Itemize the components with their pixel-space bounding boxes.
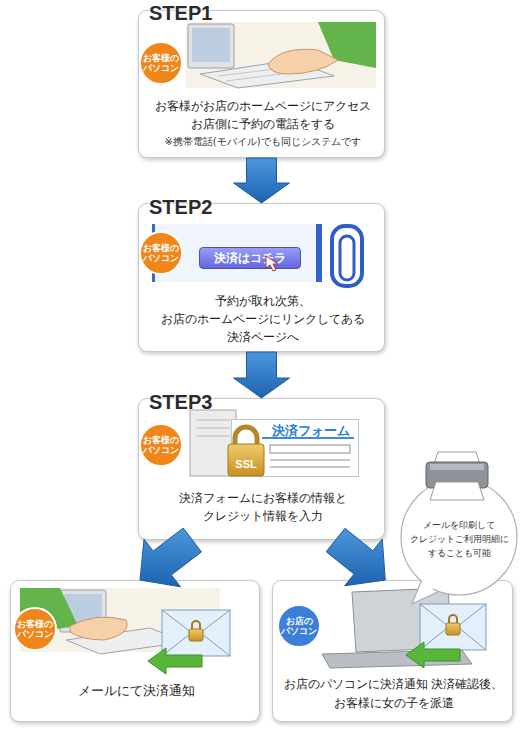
step-box: STEP2予約が取れ次第、 お店のホームページにリンクしてある 決済ページへお客…	[138, 203, 385, 352]
flow-arrow	[234, 352, 290, 398]
pc-badge: お客様の パソコン	[139, 231, 183, 275]
badge-circle	[140, 424, 182, 466]
notice-text: お店のパソコンに決済通知 決済確認後、お客様に女の子を派遣	[273, 675, 514, 713]
step-heading: STEP2	[149, 196, 239, 218]
pc-badge: お客様の パソコン	[139, 423, 183, 467]
note-text: ※携帯電話(モバイル)でも同じシステムです	[139, 135, 386, 149]
badge-label: お客様の パソコン	[139, 435, 183, 455]
pc-badge: お店の パソコン	[277, 604, 321, 648]
printer-top	[430, 464, 484, 470]
step-description: お客様がお店のホームページにアクセス お店側に予約の電話をする	[139, 97, 386, 133]
step-description: 予約が取れ次第、 お店のホームページにリンクしてある 決済ページへ	[139, 292, 386, 346]
bubble-text: メールを印刷して クレジットご利用明細に することも可能	[407, 518, 511, 560]
step-box: STEP1お客様がお店のホームページにアクセス お店側に予約の電話をする※携帯電…	[138, 10, 385, 158]
badge-circle	[140, 232, 182, 274]
badge-circle	[278, 605, 320, 647]
badge-label: お店の パソコン	[277, 616, 321, 636]
step-description: 決済フォームにお客様の情報と クレジット情報を入力	[139, 489, 386, 525]
badge-label: お客様の パソコン	[139, 243, 183, 263]
step-box: STEP3決済フォームにお客様の情報と クレジット情報を入力お客様の パソコン決…	[138, 398, 385, 540]
form-title: 決済フォーム	[264, 423, 358, 439]
bubble-circle	[401, 479, 517, 595]
notice-box: お店のパソコンに決済通知 決済確認後、お客様に女の子を派遣 お店の パソコン	[272, 580, 513, 722]
ssl-label: SSL	[228, 457, 264, 471]
badge-label: お客様の パソコン	[139, 53, 183, 73]
pay-button: 決済はコチラ	[199, 247, 301, 269]
notice-box: メールにて決済通知お客様の パソコン	[10, 580, 260, 722]
notice-text: メールにて決済通知	[11, 682, 261, 700]
pc-badge: お客様の パソコン	[13, 607, 57, 651]
badge-circle	[14, 608, 56, 650]
step-heading: STEP3	[149, 391, 239, 413]
bubble-tail-fill	[416, 572, 446, 598]
badge-circle	[140, 42, 182, 84]
button-label: 決済はコチラ	[200, 248, 300, 268]
flow-arrow	[234, 158, 290, 203]
printer-paper	[434, 452, 480, 464]
pc-badge: お客様の パソコン	[139, 41, 183, 85]
step-heading: STEP1	[149, 2, 239, 24]
speech-bubble: メールを印刷して クレジットご利用明細に することも可能	[400, 478, 518, 596]
badge-label: お客様の パソコン	[13, 619, 57, 639]
